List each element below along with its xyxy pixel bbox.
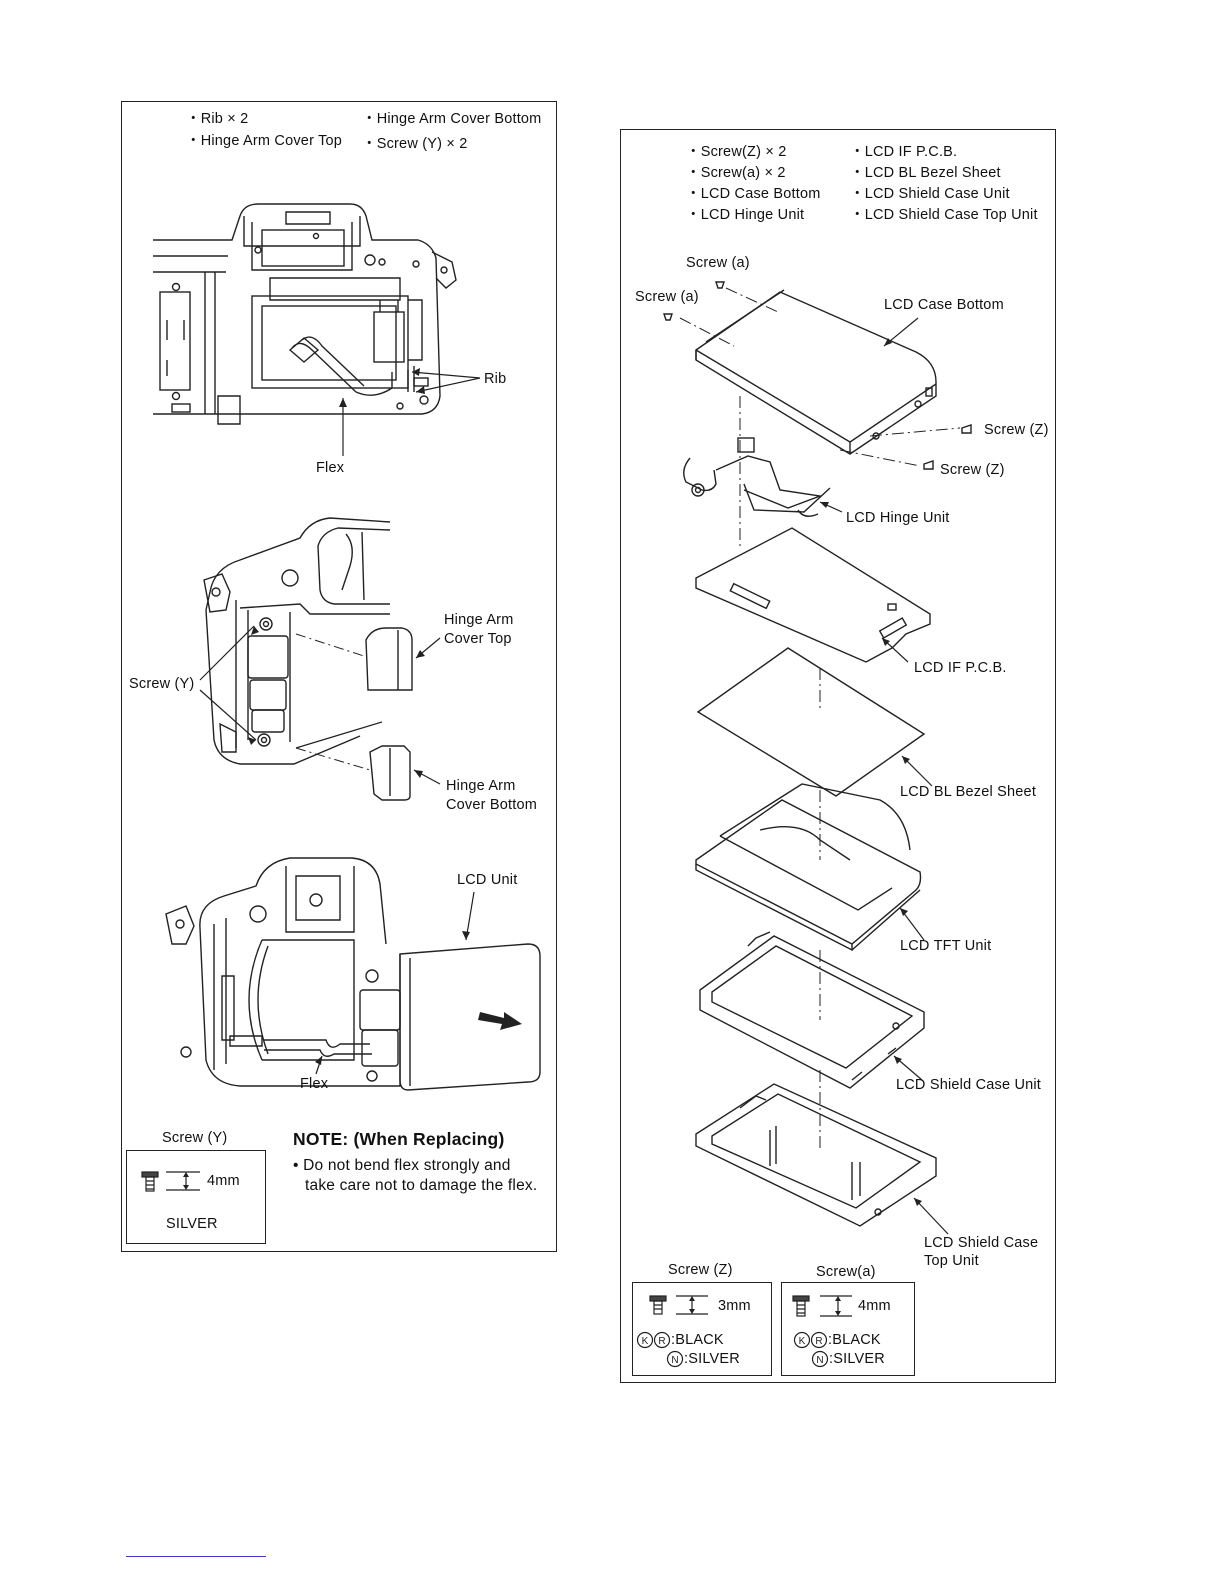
right-parts-item-8: ・LCD Shield Case Top Unit xyxy=(850,207,1038,223)
lcd-shield-case-top-unit-callout-line1: LCD Shield Case xyxy=(924,1235,1039,1251)
screw-y-callout: Screw (Y) xyxy=(129,676,195,692)
screw-z-spec-caption: Screw (Z) xyxy=(668,1262,733,1278)
hinge-arm-cover-top-callout-line2: Cover Top xyxy=(444,631,512,647)
right-parts-item-4: ・LCD Hinge Unit xyxy=(686,207,805,223)
lcd-shield-case-unit-callout: LCD Shield Case Unit xyxy=(896,1077,1042,1093)
screw-y-spec-size: 4mm xyxy=(207,1173,240,1189)
screw-z-spec-silver: :SILVER xyxy=(684,1351,740,1367)
left-parts-item-4: ・Screw (Y) × 2 xyxy=(362,136,468,152)
right-parts-item-5: ・LCD IF P.C.B. xyxy=(850,144,958,160)
screw-a-callout-1: Screw (a) xyxy=(686,255,750,271)
flex-callout-top: Flex xyxy=(316,460,345,476)
right-parts-item-7: ・LCD Shield Case Unit xyxy=(850,186,1010,202)
rib-callout: Rib xyxy=(484,371,507,387)
screw-z-callout-2: Screw (Z) xyxy=(940,462,1005,478)
screw-a-spec-size: 4mm xyxy=(858,1298,891,1314)
screw-z-callout-1: Screw (Z) xyxy=(984,422,1049,438)
note-line-1: • Do not bend flex strongly and xyxy=(293,1157,511,1174)
screw-a-spec-box xyxy=(781,1282,915,1376)
screw-a-spec-silver: :SILVER xyxy=(829,1351,885,1367)
flex-callout-bottom: Flex xyxy=(300,1076,329,1092)
lcd-tft-unit-callout: LCD TFT Unit xyxy=(900,938,992,954)
note-line-2: take care not to damage the flex. xyxy=(305,1177,538,1194)
hinge-arm-cover-bottom-callout-line2: Cover Bottom xyxy=(446,797,538,813)
hinge-arm-cover-bottom-callout-line1: Hinge Arm xyxy=(446,778,516,794)
right-procedure-panel xyxy=(620,129,1056,1383)
lcd-bl-bezel-sheet-callout: LCD BL Bezel Sheet xyxy=(900,784,1037,800)
left-parts-item-2: ・Hinge Arm Cover Top xyxy=(186,133,343,149)
hinge-arm-cover-top-callout-line1: Hinge Arm xyxy=(444,612,514,628)
note-title: NOTE: (When Replacing) xyxy=(293,1129,505,1149)
lcd-shield-case-top-unit-callout-line2: Top Unit xyxy=(924,1253,979,1269)
screw-a-callout-2: Screw (a) xyxy=(635,289,699,305)
right-parts-item-2: ・Screw(a) × 2 xyxy=(686,165,786,181)
screw-a-spec-black: :BLACK xyxy=(828,1332,881,1348)
screw-a-spec-caption: Screw(a) xyxy=(816,1264,876,1280)
screw-y-spec-box xyxy=(126,1150,266,1244)
lcd-if-pcb-callout: LCD IF P.C.B. xyxy=(914,660,1007,676)
left-parts-item-3: ・Hinge Arm Cover Bottom xyxy=(362,111,542,127)
right-parts-item-3: ・LCD Case Bottom xyxy=(686,186,821,202)
screw-y-spec-caption: Screw (Y) xyxy=(162,1130,228,1146)
screw-y-spec-finish: SILVER xyxy=(166,1216,218,1232)
lcd-hinge-unit-callout: LCD Hinge Unit xyxy=(846,510,950,526)
lcd-unit-callout: LCD Unit xyxy=(457,872,518,888)
screw-z-spec-box xyxy=(632,1282,772,1376)
footer-rule xyxy=(126,1556,266,1557)
right-parts-item-1: ・Screw(Z) × 2 xyxy=(686,144,787,160)
lcd-case-bottom-callout: LCD Case Bottom xyxy=(884,297,1004,313)
right-parts-item-6: ・LCD BL Bezel Sheet xyxy=(850,165,1001,181)
screw-z-spec-black: :BLACK xyxy=(671,1332,724,1348)
left-parts-item-1: ・Rib × 2 xyxy=(186,111,249,127)
screw-z-spec-size: 3mm xyxy=(718,1298,751,1314)
